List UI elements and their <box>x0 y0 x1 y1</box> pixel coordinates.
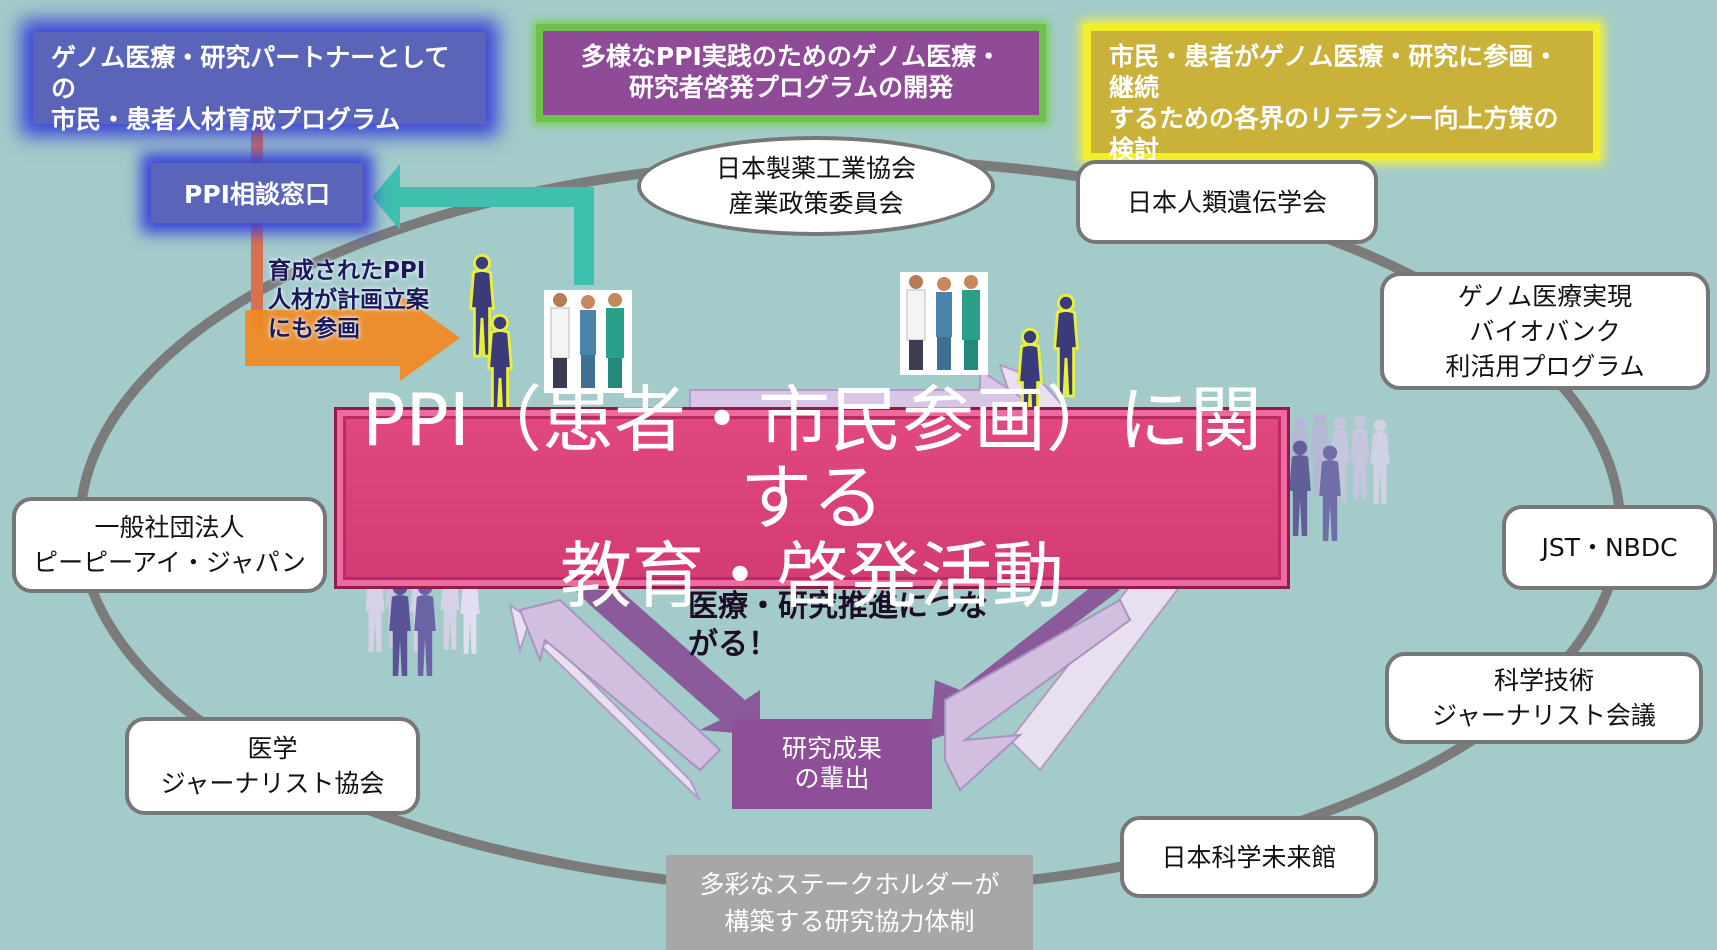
orange-arrow <box>245 295 460 381</box>
crowd-icon <box>1289 412 1390 541</box>
medical-staff-icon <box>544 290 632 393</box>
cycle-arrow-left-dark <box>575 590 760 735</box>
teal-arrow <box>372 164 594 285</box>
program-researcher-awareness: 多様なPPI実践のためのゲノム医療・ 研究者啓発プログラムの開発 <box>536 24 1046 122</box>
stakeholder-jst-nbdc: JST・NBDC <box>1502 505 1717 590</box>
program-citizen-partner: ゲノム医療・研究パートナーとしての 市民・患者人材育成プログラム <box>33 32 486 134</box>
stakeholder-science-journalists: 科学技術 ジャーナリスト会議 <box>1385 652 1703 744</box>
program-literacy-improvement: 市民・患者がゲノム医療・研究に参画・継続 するための各界のリテラシー向上方策の … <box>1084 24 1600 164</box>
promotion-text: 医療・研究推進につな がる！ <box>688 589 988 662</box>
stakeholder-jshg: 日本人類遺伝学会 <box>1076 160 1378 244</box>
cycle-arrow-lower-light <box>944 598 1132 792</box>
research-collaboration-box: 多彩なステークホルダーが 構築する研究協力体制 <box>666 855 1033 950</box>
main-banner: PPI（患者・市民参画）に関する 教育・啓発活動 <box>337 381 1287 615</box>
stakeholder-jpma: 日本製薬工業協会 産業政策委員会 <box>637 136 995 236</box>
research-results-box: 研究成果 の輩出 <box>732 719 932 809</box>
stakeholder-miraikan: 日本科学未来館 <box>1120 816 1378 898</box>
stakeholder-biobank: ゲノム医療実現 バイオバンク 利活用プログラム <box>1380 272 1710 390</box>
cycle-arrow-lowerleft-light <box>518 598 722 772</box>
medical-staff-icon <box>900 272 988 375</box>
ppi-consultation-window: PPI相談窓口 <box>151 163 363 223</box>
trained-ppi-text: 育成されたPPI 人材が計画立案 にも参画 <box>268 258 429 342</box>
stakeholder-medical-journalists: 医学 ジャーナリスト協会 <box>125 717 420 815</box>
stakeholder-ppi-japan: 一般社団法人 ピーピーアイ・ジャパン <box>12 497 327 593</box>
